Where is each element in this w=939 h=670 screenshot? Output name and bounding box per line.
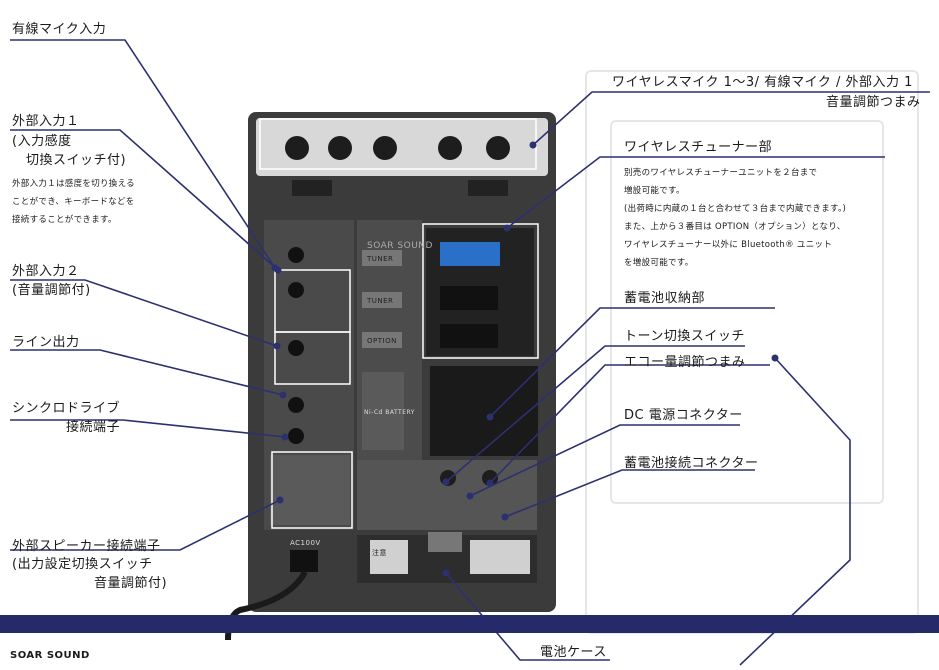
label-battery-connector: 蓄電池接続コネクター bbox=[624, 456, 759, 471]
label-ext-input1: 外部入力１ bbox=[12, 114, 80, 129]
background-ghost-panel bbox=[610, 120, 884, 504]
background-ghost-drawing bbox=[585, 70, 919, 634]
label-ext-speaker-sub2: 音量調節付) bbox=[94, 576, 168, 591]
ac-label: AC100V bbox=[290, 539, 321, 547]
ext-input1-desc-1: 外部入力１は感度を切り換える bbox=[12, 179, 135, 189]
tuner-desc-2: 増設可能です。 bbox=[624, 186, 685, 196]
label-sync-drive: シンクロドライブ bbox=[12, 401, 121, 416]
label-echo-knob: エコー量調節つまみ bbox=[624, 355, 746, 370]
label-ext-input2-sub: (音量調節付) bbox=[12, 283, 91, 298]
tuner-desc-6: を増設可能です。 bbox=[624, 258, 694, 268]
slot-tuner-1: TUNER bbox=[367, 255, 394, 263]
ext-input1-desc-3: 接続することができます。 bbox=[12, 215, 117, 225]
label-ext-speaker: 外部スピーカー接続端子 bbox=[12, 539, 161, 554]
caution-label: 注意 bbox=[372, 549, 387, 557]
label-wired-mic-input: 有線マイク入力 bbox=[12, 22, 107, 37]
battery-label: Ni-Cd BATTERY bbox=[364, 409, 415, 416]
footer-brand: SOAR SOUND bbox=[10, 650, 90, 661]
label-ext-input2: 外部入力２ bbox=[12, 264, 80, 279]
slot-tuner-2: TUNER bbox=[367, 297, 394, 305]
label-volume-knobs: ワイヤレスマイク 1～3/ 有線マイク / 外部入力 1 bbox=[612, 75, 913, 90]
label-battery-storage: 蓄電池収納部 bbox=[624, 291, 706, 306]
label-line-out: ライン出力 bbox=[12, 335, 80, 350]
label-battery-case: 電池ケース bbox=[540, 645, 607, 660]
slot-option: OPTION bbox=[367, 337, 397, 345]
label-dc-power: DC 電源コネクター bbox=[624, 408, 743, 423]
tuner-desc-4: また、上から３番目は OPTION（オプション）となり、 bbox=[624, 222, 846, 232]
label-tone-switch: トーン切換スイッチ bbox=[624, 329, 745, 344]
label-ext-input1-sub1: (入力感度 bbox=[12, 134, 72, 149]
footer-band bbox=[0, 615, 939, 633]
tuner-desc-5: ワイヤレスチューナー以外に Bluetooth® ユニット bbox=[624, 240, 833, 250]
tuner-desc-3: (出荷時に内蔵の１台と合わせて３台まで内蔵できます。) bbox=[624, 204, 847, 214]
label-tuner: ワイヤレスチューナー部 bbox=[624, 140, 773, 155]
ext-input1-desc-2: ことができ、キーボードなどを bbox=[12, 197, 135, 207]
label-ext-input1-sub2: 切換スイッチ付) bbox=[26, 153, 127, 168]
label-sync-drive-sub: 接続端子 bbox=[66, 420, 121, 435]
device-brand: SOAR SOUND bbox=[367, 241, 433, 251]
label-ext-speaker-sub1: (出力設定切換スイッチ bbox=[12, 557, 153, 572]
tuner-desc-1: 別売のワイヤレスチューナーユニットを２台まで bbox=[624, 168, 818, 178]
label-volume-knobs-sub: 音量調節つまみ bbox=[826, 95, 921, 110]
